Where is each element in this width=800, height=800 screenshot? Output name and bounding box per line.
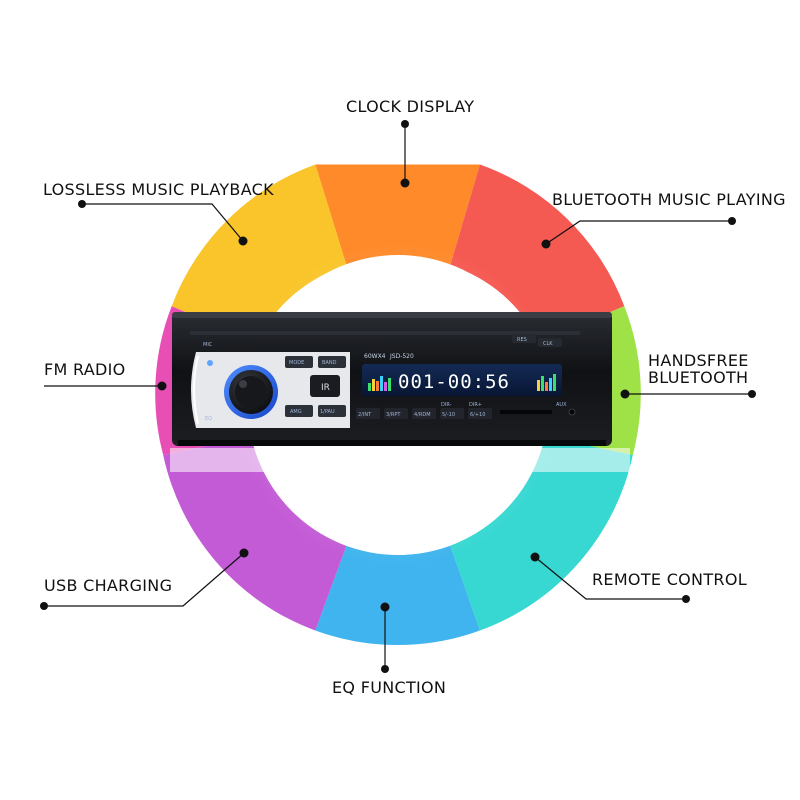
lcd-display	[362, 364, 562, 396]
spectrum-right	[537, 374, 556, 391]
ring-segment-yellow	[171, 164, 347, 343]
label-clock-display: CLOCK DISPLAY	[346, 97, 475, 116]
amg-button[interactable]	[285, 405, 313, 417]
band-label: BAND	[322, 360, 337, 366]
preset-label-3: 3/RPT	[386, 412, 401, 418]
preset-button-3[interactable]	[384, 408, 408, 419]
mode-label: MODE	[289, 360, 304, 366]
preset-button-2[interactable]	[356, 408, 380, 419]
res-label: RES	[517, 337, 527, 343]
ring-segment-red	[450, 164, 625, 343]
leader-dots	[40, 120, 756, 673]
card-slot[interactable]	[500, 410, 552, 414]
preset-label-2: 2/INT	[358, 412, 372, 418]
dir-minus-label: DIR-	[441, 402, 452, 408]
label-eq-function: EQ FUNCTION	[332, 678, 447, 697]
model-name: JSD-520	[389, 353, 414, 360]
clk-button[interactable]	[538, 338, 562, 347]
label-fm-radio: FM RADIO	[44, 360, 126, 379]
power-rating: 60WX4	[364, 353, 386, 360]
preset-button-5[interactable]	[440, 408, 464, 419]
ring-segment-orange	[315, 164, 480, 266]
aux-port[interactable]	[568, 408, 576, 416]
leader-lines	[44, 124, 752, 669]
preset-button-1[interactable]	[318, 405, 346, 417]
clk-label: CLK	[543, 341, 553, 347]
aux-label: AUX	[556, 402, 567, 408]
label-lossless-music-playback: LOSSLESS MUSIC PLAYBACK	[43, 180, 274, 199]
preset-button-4[interactable]	[412, 408, 436, 419]
dir-plus-label: DIR+	[469, 402, 482, 408]
ir-window	[310, 375, 340, 397]
lcd-readout: 001-00:56	[398, 371, 510, 393]
label-handsfree-bluetooth: BLUETOOTH	[648, 368, 749, 387]
mode-button[interactable]	[285, 356, 313, 368]
power-button-icon[interactable]	[207, 360, 213, 366]
mic-label: MIC	[203, 342, 213, 348]
ring-segment-blue	[315, 545, 480, 646]
res-button[interactable]	[512, 334, 536, 343]
label-usb-charging: USB CHARGING	[44, 576, 173, 595]
label-remote-control: REMOTE CONTROL	[592, 570, 747, 589]
spectrum-left	[368, 376, 391, 391]
preset-label-4: 4/RDM	[414, 412, 431, 418]
preset-label-1: 1/PAU	[320, 409, 335, 415]
ring-segment-cyan	[450, 436, 633, 631]
label-bluetooth-music-playing: BLUETOOTH MUSIC PLAYING	[552, 190, 786, 209]
label-handsfree: HANDSFREE	[648, 351, 749, 370]
preset-label-6: 6/+10	[470, 412, 485, 418]
car-stereo: EQ MODE BAND IR AMG 1/PAU MIC 60WX4 JSD-…	[172, 312, 612, 446]
preset-button-6[interactable]	[468, 408, 492, 419]
ring-segment-purple	[163, 436, 347, 631]
ir-label: IR	[321, 383, 330, 393]
preset-label-5: 5/-10	[442, 412, 455, 418]
band-button[interactable]	[318, 356, 346, 368]
amg-label: AMG	[290, 409, 302, 415]
eq-button-label: EQ	[205, 416, 212, 422]
